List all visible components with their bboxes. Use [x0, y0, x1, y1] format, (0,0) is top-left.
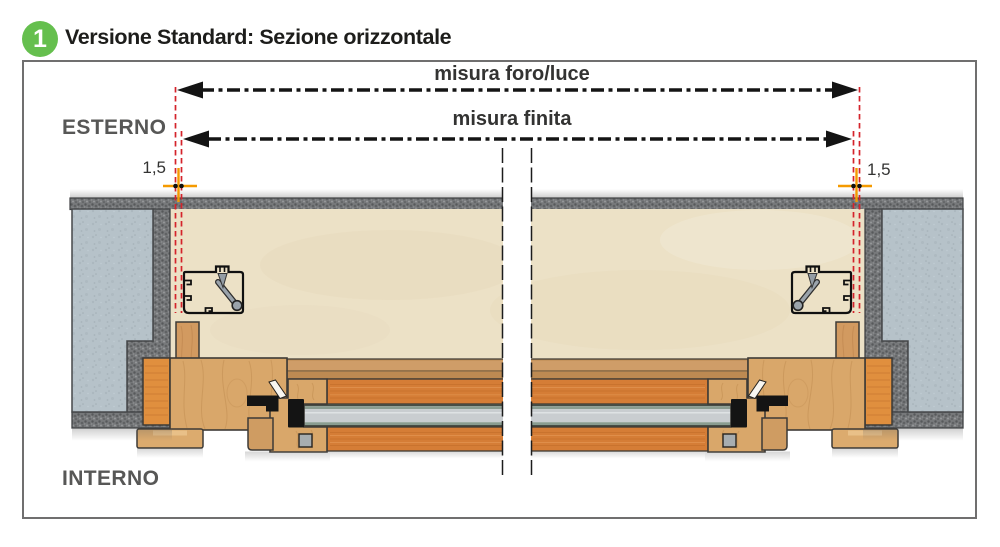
shadow [137, 448, 203, 458]
dim2-arrowhead [183, 130, 209, 148]
profile-hooks [184, 279, 213, 313]
glazing-seal [288, 399, 304, 428]
offset-dot [179, 183, 184, 189]
roller [231, 299, 243, 312]
left-wall-assembly [71, 81, 330, 462]
plaster-mottle [260, 230, 520, 300]
jamb-knot [226, 378, 248, 408]
strut [216, 280, 239, 307]
glazing-bead [247, 417, 274, 451]
batten-grain [145, 365, 168, 416]
break-band [503, 148, 531, 478]
profile-slot [219, 266, 226, 272]
page-title: Versione Standard: Sezione orizzontale [65, 25, 452, 49]
jamb-grain [182, 359, 274, 430]
plaster-mottle [210, 305, 390, 355]
dim1-arrowhead [177, 81, 203, 99]
step-badge: 1 [22, 21, 58, 57]
bracket [217, 273, 228, 290]
shadow [72, 428, 172, 441]
hinge-glint [268, 379, 288, 400]
shadow [245, 451, 330, 462]
seal-gasket [247, 395, 279, 412]
profile-outline [182, 265, 245, 315]
exterior-label: ESTERNO [62, 116, 167, 139]
offset-label-left: 1,5 [142, 158, 166, 177]
interior-label: INTERNO [62, 467, 160, 490]
plaster-mottle [660, 210, 860, 270]
plaster-mottle [490, 270, 790, 350]
concrete-wall [71, 208, 154, 413]
dim-hole-label: misura foro/luce [434, 63, 590, 85]
sash-grain [295, 382, 315, 450]
dim-finished-label: misura finita [452, 108, 572, 130]
offset-label-right: 1,5 [867, 160, 891, 179]
spacer-block [298, 433, 313, 448]
aluminium-profile [182, 265, 245, 315]
offset-dot [173, 183, 178, 189]
diagram-frame [22, 60, 977, 519]
